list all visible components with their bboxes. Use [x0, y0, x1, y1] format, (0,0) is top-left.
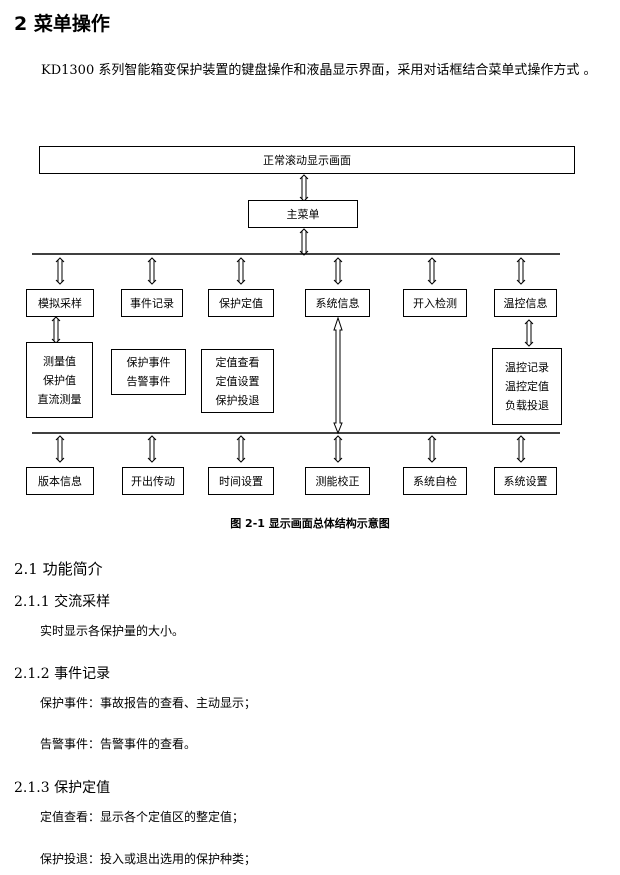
submenu-item: 保护投退	[215, 393, 260, 407]
main-menu-box: 主菜单	[248, 200, 358, 228]
section-2-1-heading: 2.1 功能简介	[14, 560, 103, 578]
menu-system-setting: 系统设置	[494, 467, 557, 495]
submenu-item: 保护值	[43, 373, 76, 387]
section-2-1-2-heading: 2.1.2 事件记录	[14, 666, 111, 682]
submenu-item: 保护事件	[126, 356, 171, 369]
intro-paragraph: KD1300 系列智能箱变保护装置的键盘操作和液晶显示界面，采用对话框结合菜单式…	[41, 63, 597, 78]
submenu-item: 负载投退	[505, 399, 549, 412]
menu-temp-info: 温控信息	[494, 289, 557, 317]
section-2-1-2-text-2: 告警事件：告警事件的查看。	[40, 737, 197, 751]
menu-energy-calibration: 测能校正	[305, 467, 370, 495]
section-2-1-3-text-2: 保护投退：投入或退出选用的保护种类；	[40, 852, 257, 866]
submenu-item: 测量值	[43, 354, 76, 368]
menu-system-info: 系统信息	[305, 289, 370, 317]
submenu-events: 保护事件 告警事件	[111, 349, 186, 395]
section-heading-2: 2 菜单操作	[14, 13, 110, 35]
submenu-item: 定值查看	[215, 355, 260, 369]
submenu-item: 温控定值	[505, 380, 549, 393]
section-2-1-3-heading: 2.1.3 保护定值	[14, 780, 111, 796]
submenu-item: 定值设置	[215, 374, 260, 388]
menu-output-drive: 开出传动	[122, 467, 184, 495]
menu-version-info: 版本信息	[26, 467, 94, 495]
menu-self-check: 系统自检	[403, 467, 467, 495]
submenu-item: 温控记录	[505, 361, 549, 374]
submenu-temp: 温控记录 温控定值 负载投退	[492, 348, 562, 425]
long-vertical-arrow	[333, 316, 343, 435]
section-2-1-1-text: 实时显示各保护量的大小。	[40, 624, 185, 638]
submenu-item: 直流测量	[37, 392, 82, 406]
submenu-item: 告警事件	[126, 375, 171, 388]
submenu-analog: 测量值 保护值 直流测量	[26, 342, 93, 418]
menu-event-record: 事件记录	[121, 289, 183, 317]
menu-structure-diagram: 正常滚动显示画面 主菜单 模拟采样 事件记录 保护定值 系统信息 开入检测 温控…	[0, 140, 620, 520]
arrow-top-to-main	[299, 174, 309, 202]
menu-input-detect: 开入检测	[403, 289, 467, 317]
section-2-1-2-text-1: 保护事件：事故报告的查看、主动显示；	[40, 696, 257, 710]
normal-scroll-display-box: 正常滚动显示画面	[39, 146, 575, 174]
menu-analog-sampling: 模拟采样	[26, 289, 94, 317]
menu-time-setting: 时间设置	[208, 467, 274, 495]
section-2-1-3-text-1: 定值查看：显示各个定值区的整定值；	[40, 810, 245, 824]
figure-caption: 图 2-1 显示画面总体结构示意图	[230, 517, 390, 530]
diagram-connectors	[32, 174, 560, 463]
section-2-1-1-heading: 2.1.1 交流采样	[14, 594, 111, 610]
menu-protection-settings: 保护定值	[208, 289, 274, 317]
arrow-main-to-bus	[299, 228, 309, 256]
submenu-settings: 定值查看 定值设置 保护投退	[201, 349, 274, 413]
